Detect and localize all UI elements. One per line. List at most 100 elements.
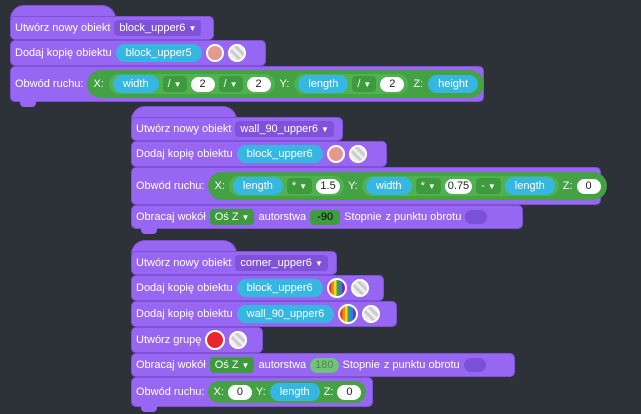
x-variable-reporter[interactable]: width	[112, 75, 159, 93]
z-number[interactable]: 0	[337, 384, 362, 400]
create-object-block[interactable]: Utwórz nowy obiekt corner_upper6▼	[131, 251, 337, 275]
axis-value: Oś Z	[214, 211, 239, 223]
y-number[interactable]: 0.75	[444, 178, 473, 194]
axis-value: Oś Z	[214, 359, 239, 371]
z-label: Z:	[323, 386, 334, 398]
move-block[interactable]: Obwód ruchu: X: width /▼ 2 /▼ 2 Y: lengt…	[10, 66, 485, 102]
texture-swatch-icon[interactable]	[348, 145, 367, 163]
rotate-label: Obracaj wokół	[136, 211, 206, 223]
texture-swatch-icon[interactable]	[350, 279, 369, 297]
y-operator: /	[357, 78, 361, 90]
chevron-down-icon: ▼	[314, 258, 323, 268]
y-operator-2: -	[481, 180, 485, 192]
move-block[interactable]: Obwód ruchu: X: length *▼ 1.5 Y: width *…	[131, 167, 607, 205]
xyz-operator-bar: X: length *▼ 1.5 Y: width *▼ 0.75 -▼ len…	[208, 172, 607, 200]
pivot-label: z punktu obrotu	[383, 359, 460, 371]
y-operator-dropdown-2[interactable]: -▼	[476, 178, 501, 194]
copy-source-reporter[interactable]: wall_90_upper6	[236, 305, 335, 323]
add-copy-block[interactable]: Dodaj kopię obiektu block_upper6	[131, 141, 387, 167]
y-variable-reporter[interactable]: length	[298, 75, 349, 93]
y-label: Y:	[255, 386, 266, 398]
chevron-down-icon: ▼	[173, 79, 182, 89]
x-label: X:	[93, 78, 104, 90]
x-operator-dropdown[interactable]: *▼	[286, 178, 313, 194]
move-block[interactable]: Obwód ruchu: X: 0 Y: length Z: 0	[131, 377, 373, 407]
chevron-down-icon: ▼	[427, 181, 436, 191]
stack1-bottom-tab	[20, 101, 36, 107]
create-object-block[interactable]: Utwórz nowy obiekt wall_90_upper6▼	[131, 117, 343, 141]
chevron-down-icon: ▼	[363, 79, 372, 89]
texture-swatch-icon[interactable]	[227, 44, 246, 62]
object-name-value: wall_90_upper6	[240, 123, 319, 135]
copy-source-reporter[interactable]: block_upper6	[236, 279, 323, 297]
copy-source-reporter[interactable]: block_upper5	[115, 44, 202, 62]
y-label: Y:	[348, 180, 358, 192]
z-label: Z:	[413, 78, 424, 90]
texture-swatch-icon[interactable]	[229, 331, 248, 349]
move-label: Obwód ruchu:	[136, 180, 205, 192]
degrees-label: Stopnie	[344, 211, 382, 223]
rotate-block[interactable]: Obracaj wokół Oś Z▼ autorstwa -90 Stopni…	[131, 205, 523, 229]
pivot-slot[interactable]	[463, 358, 486, 372]
add-copy-block[interactable]: Dodaj kopię obiektu block_upper5	[10, 40, 266, 66]
color-swatch[interactable]	[205, 330, 226, 350]
axis-dropdown[interactable]: Oś Z▼	[209, 209, 255, 225]
z-variable-reporter[interactable]: height	[428, 75, 479, 93]
move-label: Obwód ruchu:	[136, 386, 205, 398]
y-number[interactable]: 2	[380, 76, 405, 92]
y-operator-dropdown[interactable]: /▼	[352, 76, 377, 92]
create-object-label: Utwórz nowy obiekt	[136, 257, 232, 269]
x-label: X:	[213, 386, 224, 398]
chevron-down-icon: ▼	[299, 181, 308, 191]
add-copy-block-2[interactable]: Dodaj kopię obiektu wall_90_upper6	[131, 301, 397, 327]
y-expression: width *▼ 0.75 -▼ length	[361, 176, 559, 196]
color-swatch[interactable]	[205, 44, 224, 62]
axis-dropdown[interactable]: Oś Z▼	[209, 357, 255, 373]
rotate-label: Obracaj wokół	[136, 359, 206, 371]
add-copy-label: Dodaj kopię obiektu	[136, 148, 233, 160]
texture-swatch-icon[interactable]	[362, 305, 381, 323]
create-group-block[interactable]: Utwórz grupę	[131, 327, 263, 353]
z-label: Z:	[562, 180, 573, 192]
xyz-operator-bar: X: 0 Y: length Z: 0	[208, 381, 367, 403]
x-number[interactable]: 1.5	[316, 178, 341, 194]
z-number[interactable]: 0	[576, 178, 601, 194]
object-name-dropdown[interactable]: corner_upper6▼	[235, 255, 328, 271]
add-copy-label: Dodaj kopię obiektu	[136, 282, 233, 294]
y-variable-reporter[interactable]: length	[269, 383, 320, 401]
add-copy-block[interactable]: Dodaj kopię obiektu block_upper6	[131, 275, 384, 301]
color-swatch[interactable]	[326, 145, 345, 163]
x-number-2[interactable]: 2	[246, 76, 271, 92]
create-object-label: Utwórz nowy obiekt	[136, 123, 232, 135]
angle-input[interactable]: 180	[310, 357, 339, 373]
object-name-value: corner_upper6	[240, 257, 312, 269]
rotate-block[interactable]: Obracaj wokół Oś Z▼ autorstwa 180 Stopni…	[131, 353, 515, 377]
copy-source-reporter[interactable]: block_upper6	[236, 145, 323, 163]
create-object-label: Utwórz nowy obiekt	[15, 22, 111, 34]
stack3-bottom-tab	[141, 406, 157, 412]
add-copy-label: Dodaj kopię obiektu	[15, 47, 112, 59]
object-name-dropdown[interactable]: wall_90_upper6▼	[235, 121, 334, 137]
x-expression: length *▼ 1.5	[228, 176, 345, 196]
object-name-dropdown[interactable]: block_upper6▼	[114, 20, 202, 36]
pivot-label: z punktu obrotu	[385, 211, 462, 223]
create-object-block[interactable]: Utwórz nowy obiekt block_upper6▼	[10, 16, 214, 40]
y-operator-dropdown[interactable]: *▼	[415, 178, 441, 194]
xyz-operator-bar: X: width /▼ 2 /▼ 2 Y: length /▼ 2 Z: hei…	[87, 70, 485, 98]
x-operator-dropdown-1[interactable]: /▼	[162, 76, 187, 92]
rainbow-color-icon[interactable]	[326, 278, 347, 298]
x-variable-reporter[interactable]: length	[232, 177, 283, 195]
add-copy-label: Dodaj kopię obiektu	[136, 308, 233, 320]
chevron-down-icon: ▼	[229, 79, 238, 89]
angle-input[interactable]: -90	[310, 209, 341, 225]
create-group-label: Utwórz grupę	[136, 334, 202, 346]
x-number[interactable]: 0	[227, 384, 252, 400]
chevron-down-icon: ▼	[321, 124, 329, 134]
rainbow-color-icon[interactable]	[338, 304, 359, 324]
y-variable-reporter-2[interactable]: length	[504, 177, 555, 195]
x-operator-dropdown-2[interactable]: /▼	[218, 76, 243, 92]
y-variable-reporter[interactable]: width	[365, 177, 412, 195]
pivot-slot[interactable]	[465, 210, 488, 224]
x-number-1[interactable]: 2	[190, 76, 215, 92]
chevron-down-icon: ▼	[188, 23, 197, 33]
